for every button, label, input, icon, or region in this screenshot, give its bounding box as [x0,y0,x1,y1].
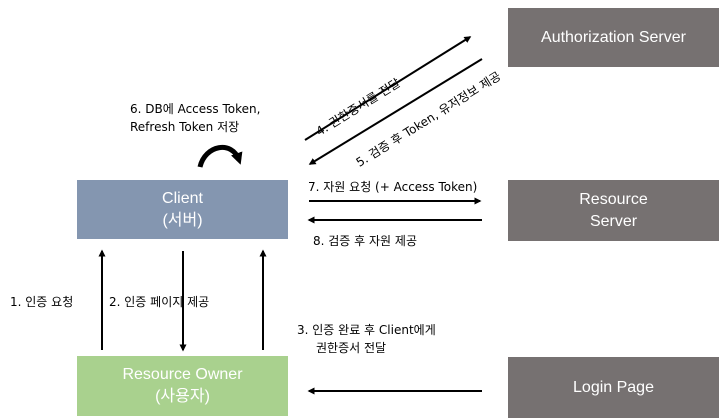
resource-owner-node: Resource Owner (사용자) [77,356,288,416]
arrow-step-5 [308,58,483,165]
step-3-label-line2: 권한증서 전달 [316,341,387,355]
arrow-step-4 [304,36,472,141]
step-6-label-line1: 6. DB에 Access Token, [130,102,261,116]
authorization-server-node: Authorization Server [508,8,719,67]
authorization-server-label: Authorization Server [541,28,686,46]
login-page-label: Login Page [573,378,654,396]
step-6-label-line2: Refresh Token 저장 [130,120,240,134]
resource-server-line2: Server [589,212,638,230]
step-8-label: 8. 검증 후 자원 제공 [313,234,417,248]
arrow-step-6 [197,144,243,168]
login-page-node: Login Page [508,357,719,418]
client-subtitle: (서버) [162,211,203,229]
resource-server-line1: Resource [579,190,648,208]
client-title: Client [162,189,203,207]
step-3-label-line1: 3. 인증 완료 후 Client에게 [297,323,436,337]
client-node: Client (서버) [77,180,288,239]
step-2-label: 2. 인증 페이지 제공 [109,295,210,309]
step-1-label: 1. 인증 요청 [10,295,74,309]
step-7-label: 7. 자원 요청 (+ Access Token) [308,180,478,194]
resource-owner-title: Resource Owner [122,366,243,384]
resource-server-node: Resource Server [508,180,719,241]
resource-owner-subtitle: (사용자) [155,388,210,405]
